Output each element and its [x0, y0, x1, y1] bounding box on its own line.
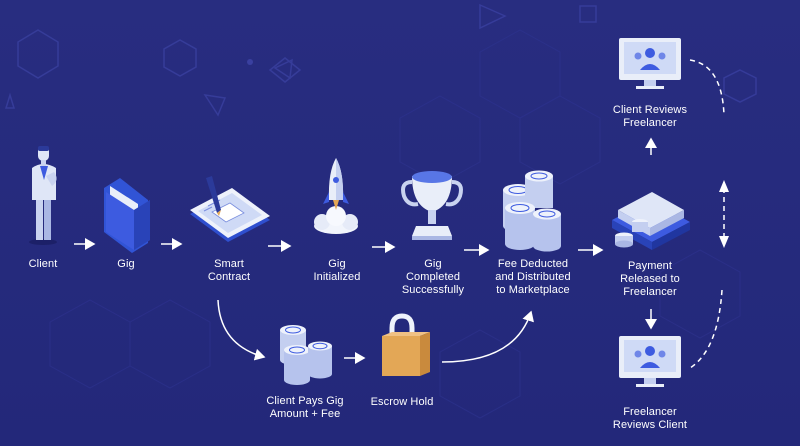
- arrow-contract-clientpays: [217, 299, 266, 361]
- down-arrowhead-icon: [719, 236, 729, 248]
- payment-coins-icon: [280, 325, 332, 385]
- gig-folder-icon: [104, 178, 150, 253]
- label-payment-released: Payment Released to Freelancer: [620, 260, 680, 298]
- smart-contract-icon: [190, 176, 270, 242]
- label-gig: Gig: [117, 258, 135, 270]
- review-monitor-icon: [619, 38, 681, 89]
- label-freelancer-reviews: Freelancer Reviews Client: [612, 406, 688, 431]
- dashed-clientreview-link: [689, 59, 725, 116]
- label-client: Client: [28, 258, 58, 270]
- label-escrow-hold: Escrow Hold: [370, 396, 434, 408]
- arrow-escrow-fee: [441, 310, 534, 363]
- label-gig-initialized: Gig Initialized: [313, 258, 361, 283]
- trophy-icon: [401, 171, 463, 240]
- up-arrowhead-icon: [719, 180, 729, 192]
- money-stack-icon: [612, 192, 690, 250]
- label-smart-contract: Smart Contract: [207, 258, 251, 283]
- hexagon-decoration: [17, 29, 59, 79]
- review-monitor-icon: [619, 336, 681, 387]
- padlock-icon: [382, 313, 430, 376]
- rocket-icon: [314, 158, 358, 234]
- label-fee-deducted: Fee Deducted and Distributed to Marketpl…: [495, 258, 571, 296]
- triangle-decoration: [203, 94, 227, 117]
- dashed-freelancerreview-link: [689, 289, 723, 369]
- client-person-icon: [29, 146, 57, 245]
- label-client-pays: Client Pays Gig Amount + Fee: [266, 395, 344, 420]
- label-gig-completed: Gig Completed Successfully: [401, 258, 465, 296]
- label-client-reviews: Client Reviews Freelancer: [612, 104, 688, 129]
- coin-stacks-icon: [503, 170, 561, 252]
